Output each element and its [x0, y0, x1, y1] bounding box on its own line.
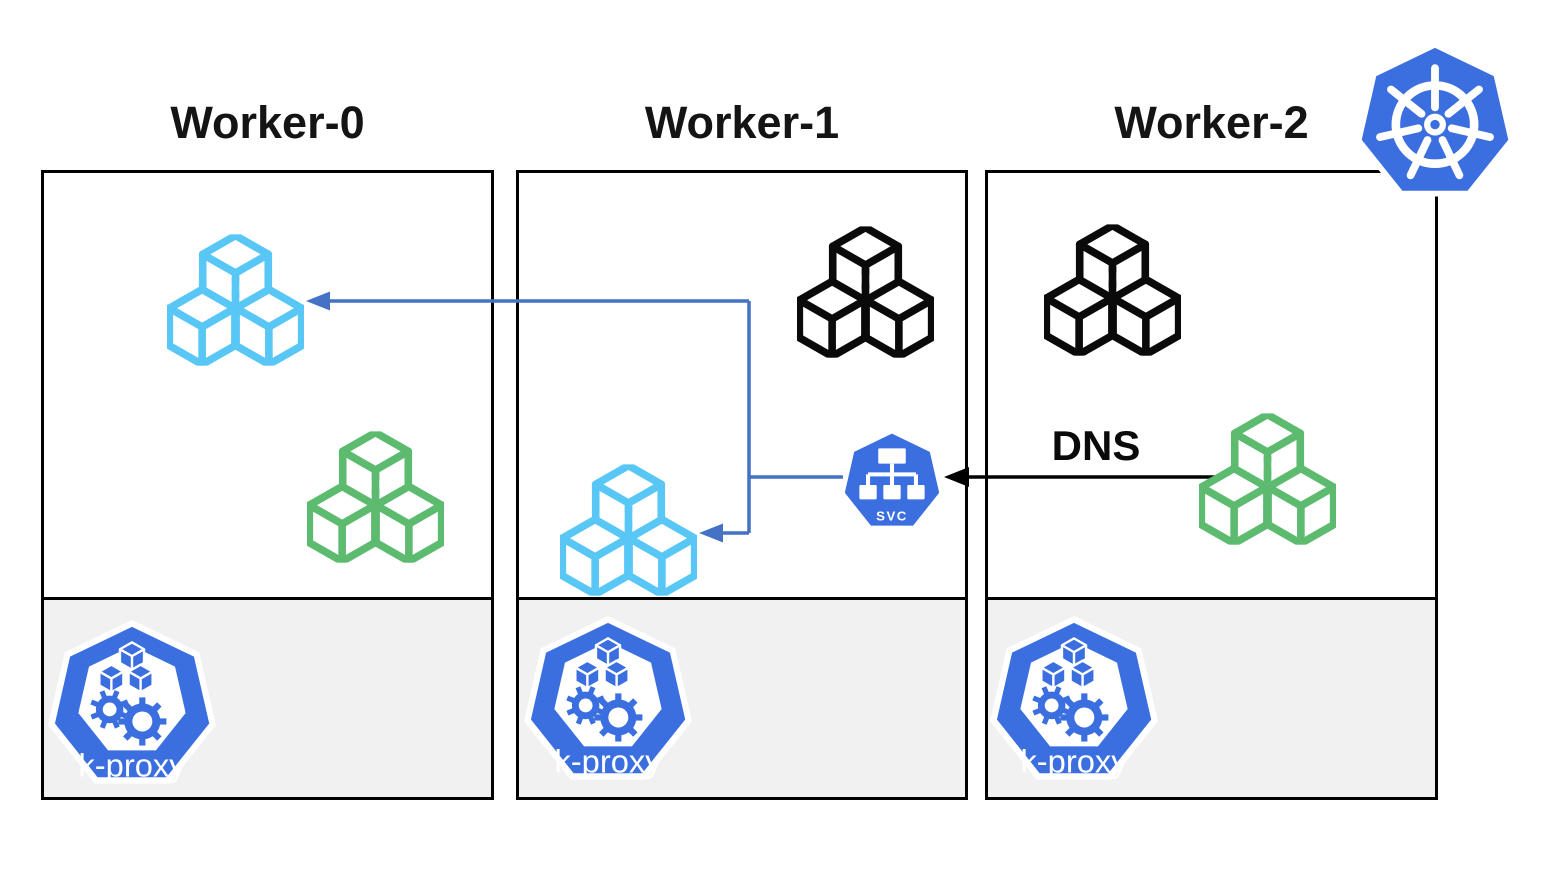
kube-proxy-icon-worker2: k-proxy [988, 614, 1160, 790]
kube-proxy-label: k-proxy [78, 747, 186, 784]
kube-proxy-icon-worker0: k-proxy [46, 618, 218, 794]
dns-label: DNS [1051, 422, 1141, 469]
pod-icon-black-worker2 [1044, 222, 1181, 358]
service-icon-label: SVC [876, 509, 908, 524]
kubernetes-logo-icon [1355, 41, 1515, 197]
pod-icon-black-worker1 [797, 224, 934, 360]
worker-0-title: Worker-0 [170, 97, 365, 148]
service-icon: SVC [842, 431, 942, 528]
kube-proxy-label: k-proxy [1020, 743, 1128, 780]
worker-2-title: Worker-2 [1114, 97, 1309, 148]
pod-icon-green-worker0 [307, 429, 444, 565]
pod-icon-cyan-worker1 [560, 462, 697, 598]
worker-1-title: Worker-1 [644, 97, 840, 148]
pod-icon-green-worker2 [1199, 411, 1336, 547]
pod-icon-cyan-worker0 [167, 232, 304, 368]
kube-proxy-icon-worker1: k-proxy [522, 614, 694, 790]
kube-proxy-label: k-proxy [554, 743, 662, 780]
